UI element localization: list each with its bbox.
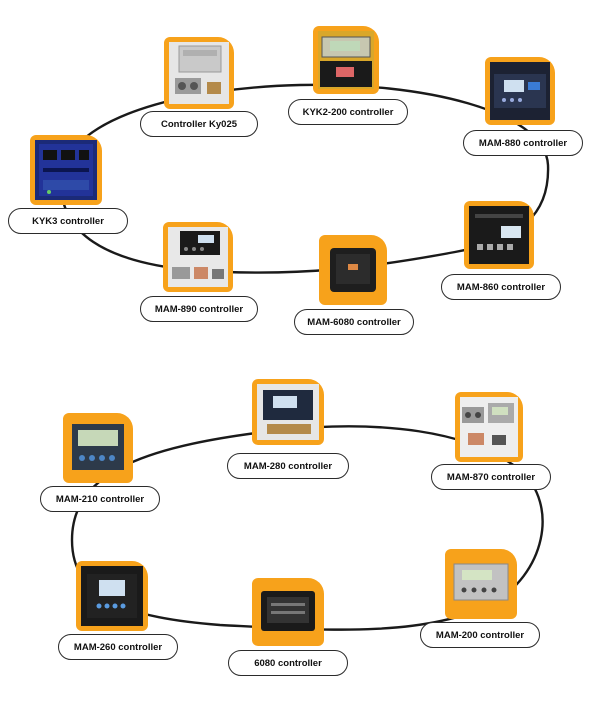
mam-6080-photo (324, 240, 382, 300)
mam-260-photo (81, 566, 143, 626)
mam-280-card[interactable] (252, 379, 324, 445)
kyk2-200-card[interactable] (313, 26, 379, 94)
mam-890-card[interactable] (163, 222, 233, 292)
controller-ky025-label: Controller Ky025 (140, 111, 258, 137)
mam-6080-card[interactable] (319, 235, 387, 305)
kyk3-photo (35, 140, 97, 200)
mam-200-label: MAM-200 controller (420, 622, 540, 648)
mam-880-label: MAM-880 controller (463, 130, 583, 156)
mam-200-card[interactable] (445, 549, 517, 619)
mam-210-photo (68, 418, 128, 478)
mam-880-card[interactable] (485, 57, 555, 125)
kyk2-200-photo (318, 31, 374, 89)
mam-860-card[interactable] (464, 201, 534, 269)
mam-200-photo (450, 554, 512, 614)
controller-ky025-card[interactable] (164, 37, 234, 109)
mam-860-label: MAM-860 controller (441, 274, 561, 300)
kyk2-200-label: KYK2-200 controller (288, 99, 408, 125)
mam-870-label: MAM-870 controller (431, 464, 551, 490)
mam-890-photo (168, 227, 228, 287)
6080-label: 6080 controller (228, 650, 348, 676)
mam-210-label: MAM-210 controller (40, 486, 160, 512)
mam-260-card[interactable] (76, 561, 148, 631)
mam-280-photo (257, 384, 319, 440)
mam-870-card[interactable] (455, 392, 523, 462)
mam-890-label: MAM-890 controller (140, 296, 258, 322)
mam-260-label: MAM-260 controller (58, 634, 178, 660)
kyk3-label: KYK3 controller (8, 208, 128, 234)
controller-ky025-photo (169, 42, 229, 104)
mam-280-label: MAM-280 controller (227, 453, 349, 479)
kyk3-card[interactable] (30, 135, 102, 205)
mam-870-photo (460, 397, 518, 457)
mam-880-photo (490, 62, 550, 120)
mam-6080-label: MAM-6080 controller (294, 309, 414, 335)
mam-210-card[interactable] (63, 413, 133, 483)
6080-card[interactable] (252, 578, 324, 646)
6080-photo (257, 583, 319, 641)
mam-860-photo (469, 206, 529, 264)
